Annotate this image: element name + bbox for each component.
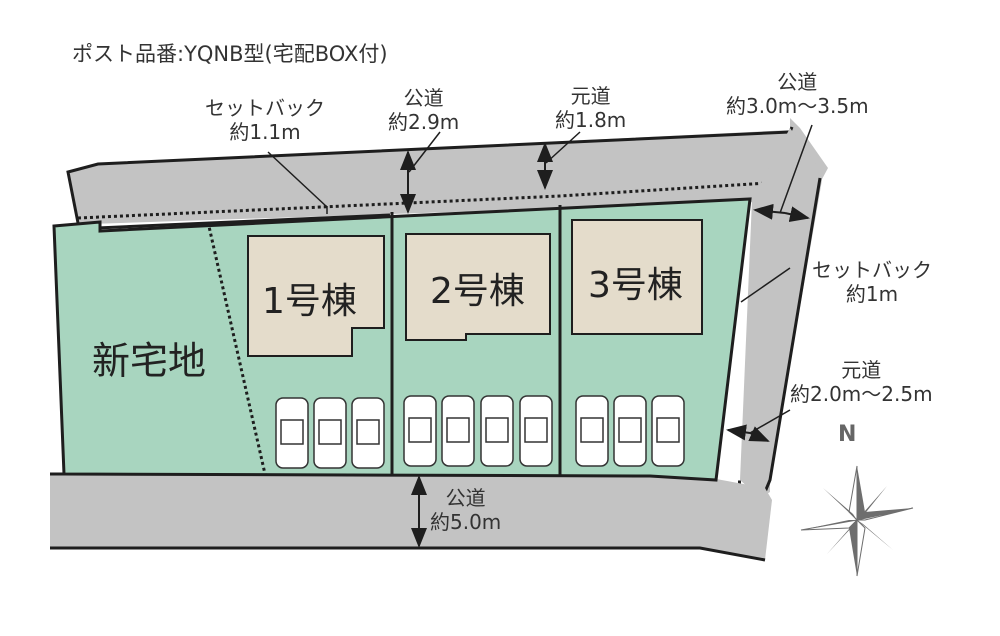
car-icon xyxy=(441,395,475,467)
dimension-lines xyxy=(267,124,813,548)
parking-cars xyxy=(275,395,685,469)
building-3-label: 3号棟 xyxy=(588,265,683,306)
car-icon xyxy=(519,395,553,467)
setback-north-label: セットバック 約1.1m xyxy=(205,96,325,144)
original-road-north-label: 元道 約1.8m xyxy=(555,84,627,132)
car-icon xyxy=(351,397,385,469)
new-lot-label: 新宅地 xyxy=(92,339,207,383)
car-icon xyxy=(403,395,437,467)
public-road-northeast-label: 公道 約3.0m〜3.5m xyxy=(726,70,869,118)
car-icon xyxy=(613,395,647,467)
north-label: N xyxy=(838,422,857,447)
public-road-south-label: 公道 約5.0m xyxy=(430,486,502,534)
public-road-north-label: 公道 約2.9m xyxy=(388,86,460,134)
car-icon xyxy=(313,397,347,469)
building-1-label: 1号棟 xyxy=(262,281,357,322)
car-icon xyxy=(575,395,609,467)
post-model-title: ポスト品番:YQNB型(宅配BOX付) xyxy=(72,42,388,66)
setback-east-label: セットバック 約1m xyxy=(812,258,932,306)
compass-rose-icon xyxy=(800,465,914,577)
building-2-label: 2号棟 xyxy=(430,271,525,312)
original-road-east-label: 元道 約2.0m〜2.5m xyxy=(790,358,933,406)
south-road xyxy=(50,472,772,562)
car-icon xyxy=(275,397,309,469)
car-icon xyxy=(480,395,514,467)
car-icon xyxy=(651,395,685,467)
buildings xyxy=(247,219,703,357)
